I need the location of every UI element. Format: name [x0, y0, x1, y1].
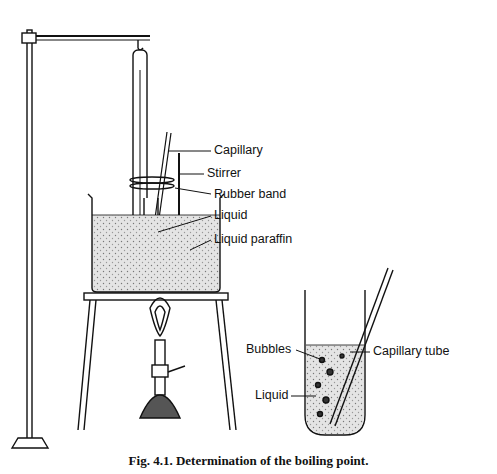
bubbles-label: Bubbles: [246, 343, 291, 357]
stirrer-label: Stirrer: [207, 167, 241, 181]
rubber-band-label: Rubber band: [214, 188, 286, 202]
capillary-tube-label: Capillary tube: [373, 345, 449, 359]
liquid-label: Liquid: [255, 389, 288, 403]
capillary-label: Capillary: [214, 144, 263, 158]
paraffin-label: Liquid paraffin: [214, 233, 292, 247]
liquid-label: Liquid: [214, 209, 247, 223]
figure-caption: Fig. 4.1. Determination of the boiling p…: [129, 453, 369, 469]
